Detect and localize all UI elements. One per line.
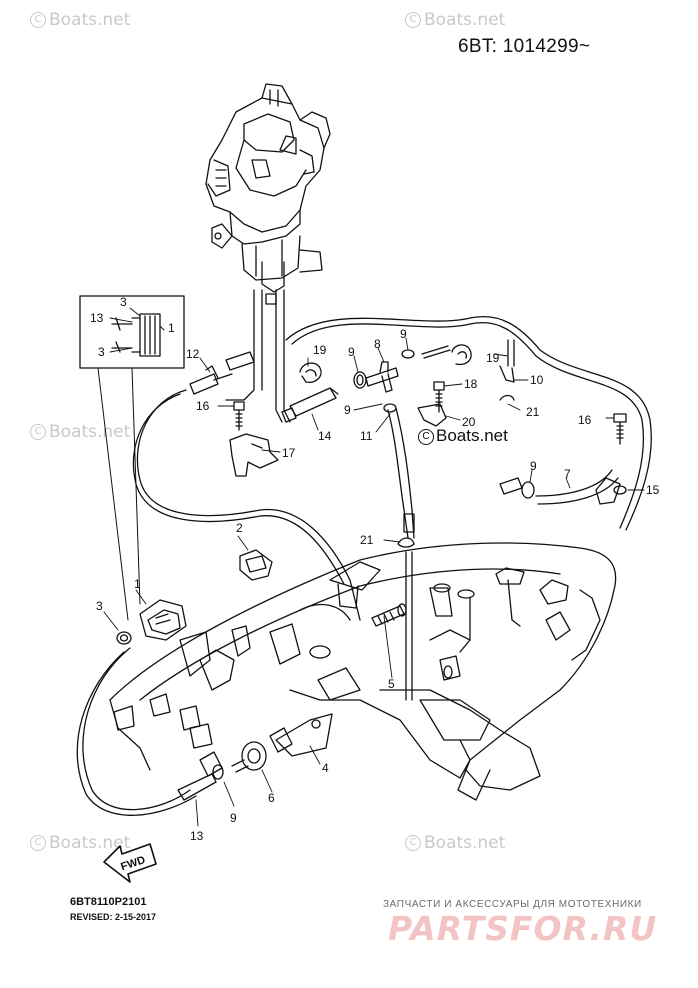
callout-5: 5 — [388, 677, 395, 691]
part-3-ring — [116, 631, 132, 645]
part-10-hose-b — [499, 365, 515, 383]
callout-18: 18 — [464, 377, 478, 391]
part-15-clamp — [595, 477, 627, 505]
callout-9-d: 9 — [530, 459, 537, 473]
callout-6: 6 — [268, 791, 275, 805]
fwd-arrow-icon — [103, 843, 157, 883]
callout-11: 11 — [360, 429, 373, 443]
part-20-clamp — [417, 403, 447, 427]
serial-range: 6BT: 1014299~ — [458, 36, 591, 57]
diagram-code: 6BT8110P2101 — [70, 896, 147, 908]
callout-10: 10 — [530, 373, 544, 387]
fwd-label: FWD — [119, 854, 147, 873]
callout-20: 20 — [462, 415, 476, 429]
part-1-sensor — [139, 599, 187, 641]
engine-assembly — [205, 83, 331, 293]
part-16-bolt-left — [233, 401, 245, 431]
callout-9-c: 9 — [344, 403, 351, 417]
callout-4: 4 — [322, 761, 329, 775]
part-17-clamp — [229, 433, 279, 477]
part-6-fitting — [231, 741, 267, 773]
part-4-fitting — [269, 713, 333, 757]
callout-19-left: 19 — [313, 343, 327, 357]
callout-21-lower: 21 — [360, 533, 374, 547]
part-11-hose — [387, 409, 409, 539]
part-9-rings — [212, 349, 535, 780]
part-10-hose-a — [421, 345, 451, 359]
callout-12: 12 — [186, 347, 200, 361]
part-18-bolt — [433, 381, 445, 413]
part-5-screw — [371, 603, 407, 627]
callout-16-right: 16 — [578, 413, 592, 427]
callout-13: 13 — [190, 829, 204, 843]
callout-9-b: 9 — [400, 327, 407, 341]
inset-callout-1: 1 — [168, 321, 175, 335]
part-14-hose — [281, 387, 339, 423]
callout-15: 15 — [646, 483, 660, 497]
callout-1: 1 — [134, 577, 141, 591]
callout-19-right: 19 — [486, 351, 500, 365]
part-8-joint — [365, 361, 399, 393]
partsfor-tagline: ЗАПЧАСТИ И АКСЕССУАРЫ ДЛЯ МОТОТЕХНИКИ — [383, 899, 642, 910]
callout-8: 8 — [374, 337, 381, 351]
callout-2: 2 — [236, 521, 243, 535]
part-13-hose-loop — [82, 647, 191, 811]
callout-14: 14 — [318, 429, 332, 443]
part-16-bolt-right — [613, 413, 627, 445]
partsfor-logo: PARTSFOR.RU — [388, 909, 658, 948]
callout-9-e: 9 — [230, 811, 237, 825]
revised-date: REVISED: 2-15-2017 — [70, 912, 157, 922]
callout-3: 3 — [96, 599, 103, 613]
callout-7: 7 — [564, 467, 571, 481]
part-21-clip-upper — [499, 394, 515, 401]
part-2-connector — [239, 549, 273, 581]
part-12-joint — [189, 351, 255, 395]
leader-lines — [103, 307, 645, 827]
inset-callout-3-bottom: 3 — [98, 345, 105, 359]
callout-9-a: 9 — [348, 345, 355, 359]
part-13-hose — [177, 773, 217, 801]
hose-left-vertical — [225, 289, 255, 401]
callout-17: 17 — [282, 446, 296, 460]
inset-callout-3-top: 3 — [120, 295, 127, 309]
bottom-cowling — [109, 542, 617, 801]
callout-21-upper: 21 — [526, 405, 540, 419]
callout-16-left: 16 — [196, 399, 210, 413]
part-21-clip-lower — [397, 537, 415, 548]
part-19-clip-right — [451, 344, 472, 366]
part-19-clip-left — [299, 362, 322, 383]
part-7-hose — [499, 469, 619, 505]
inset-callout-13: 13 — [90, 311, 104, 325]
